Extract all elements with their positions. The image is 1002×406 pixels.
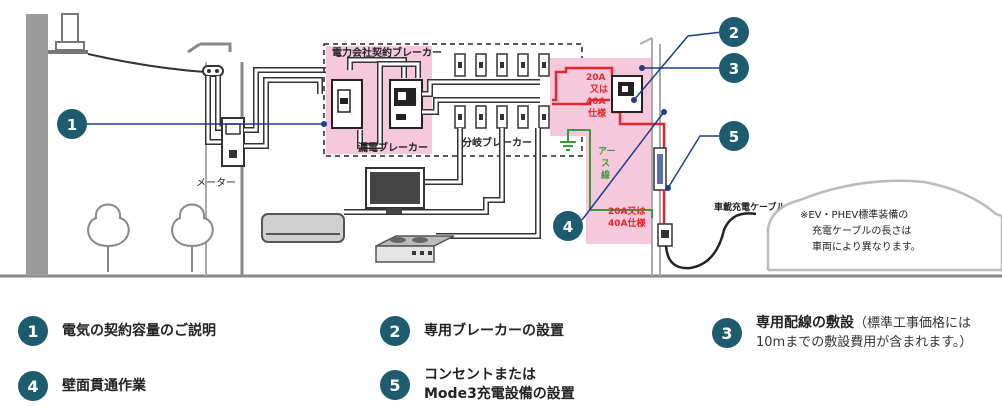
ev-outlet xyxy=(657,223,673,247)
svg-text:5: 5 xyxy=(729,128,739,146)
legend-item-4: 4 壁面貫通作業 xyxy=(18,371,146,401)
legend-text: 電気の契約容量のご説明 xyxy=(62,322,216,339)
ev-dedicated-line xyxy=(552,66,614,106)
tree-icon xyxy=(87,203,214,272)
ev-cable-label: 車載充電ケーブル xyxy=(714,201,785,213)
car-note-2: 充電ケーブルの長さは xyxy=(812,224,911,237)
pointer-4 xyxy=(581,111,665,221)
spec-top-2: 又は xyxy=(589,84,608,95)
spec-top-3: 40A xyxy=(586,97,606,107)
utility-pole xyxy=(26,13,88,276)
legend-item-5: 5 コンセントまたは Mode3充電設備の設置 xyxy=(380,366,575,404)
car-note-3: 車両により異なります。 xyxy=(812,240,921,253)
meter xyxy=(221,117,245,167)
earth-line xyxy=(567,129,653,218)
legend-text-block: 専用配線の敷設（標準工事価格には 10mまでの敷設費用が含まれます。） xyxy=(756,314,972,352)
marker-1: 1 xyxy=(57,109,87,139)
legend-note: 10mまでの敷設費用が含まれます。） xyxy=(756,335,973,350)
contract-breaker-label: 電力会社契約ブレーカー xyxy=(332,46,442,59)
legend-item-1: 1 電気の契約容量のご説明 xyxy=(18,316,216,346)
legend-number: 3 xyxy=(712,318,742,348)
insulator xyxy=(202,65,224,77)
contract-breaker xyxy=(331,79,363,129)
svg-text:1: 1 xyxy=(67,116,77,134)
legend-item-3: 3 専用配線の敷設（標準工事価格には 10mまでの敷設費用が含まれます。） xyxy=(712,314,972,352)
tv-icon xyxy=(365,167,425,214)
pointer-2 xyxy=(633,31,723,101)
ev-cable xyxy=(664,212,757,270)
meter-label: メーター xyxy=(196,177,236,189)
svg-text:2: 2 xyxy=(729,24,739,42)
wiring-diagram: メーター 電力会社契約ブレーカー 漏電ブレーカー xyxy=(0,13,1002,278)
air-conditioner-icon xyxy=(261,213,345,243)
pink-zone-wall xyxy=(586,136,652,244)
spec-bottom-2: 40A仕様 xyxy=(608,217,646,229)
marker-3: 3 xyxy=(719,53,749,83)
legend-note: （標準工事価格には xyxy=(854,316,972,331)
spec-top-4: 仕様 xyxy=(587,107,607,119)
service-wire xyxy=(87,53,206,73)
leakage-breaker xyxy=(389,79,423,129)
legend-text: Mode3充電設備の設置 xyxy=(424,386,575,402)
panel-box xyxy=(323,43,583,157)
legend-text-block: コンセントまたは Mode3充電設備の設置 xyxy=(424,366,575,404)
legend-text: コンセントまたは xyxy=(424,367,536,383)
legend-number: 2 xyxy=(380,316,410,346)
svg-text:3: 3 xyxy=(729,60,739,78)
legend: 1 電気の契約容量のご説明 2 専用ブレーカーの設置 3 専用配線の敷設（標準工… xyxy=(0,296,1002,406)
svg-text:4: 4 xyxy=(563,218,573,236)
legend-text: 専用配線の敷設 xyxy=(756,315,854,331)
marker-4: 4 xyxy=(553,211,583,241)
marker-2: 2 xyxy=(719,17,749,47)
car-outline xyxy=(766,179,1002,272)
legend-text: 専用ブレーカーの設置 xyxy=(424,322,564,339)
legend-number: 1 xyxy=(18,316,48,346)
spec-top-1: 20A xyxy=(586,73,606,83)
house-wall xyxy=(187,42,244,276)
stove-icon xyxy=(375,235,455,263)
pointer-5 xyxy=(667,135,720,189)
earth-label-1: アー xyxy=(598,146,615,157)
legend-number: 5 xyxy=(380,370,410,400)
earth-symbol xyxy=(560,141,576,151)
legend-item-2: 2 専用ブレーカーの設置 xyxy=(380,316,564,346)
marker-5: 5 xyxy=(719,121,749,151)
branch-breaker-label: 分岐ブレーカー xyxy=(462,136,532,149)
earth-label-3: 線 xyxy=(601,169,610,181)
earth-label-2: ス xyxy=(601,158,610,169)
legend-number: 4 xyxy=(18,371,48,401)
leakage-breaker-label: 漏電ブレーカー xyxy=(358,141,428,154)
legend-text: 壁面貫通作業 xyxy=(62,377,146,394)
ev-breaker xyxy=(611,75,643,113)
spec-bottom-1: 20A又は xyxy=(608,206,646,217)
car-note-1: ※EV・PHEV標準装備の xyxy=(800,208,908,221)
